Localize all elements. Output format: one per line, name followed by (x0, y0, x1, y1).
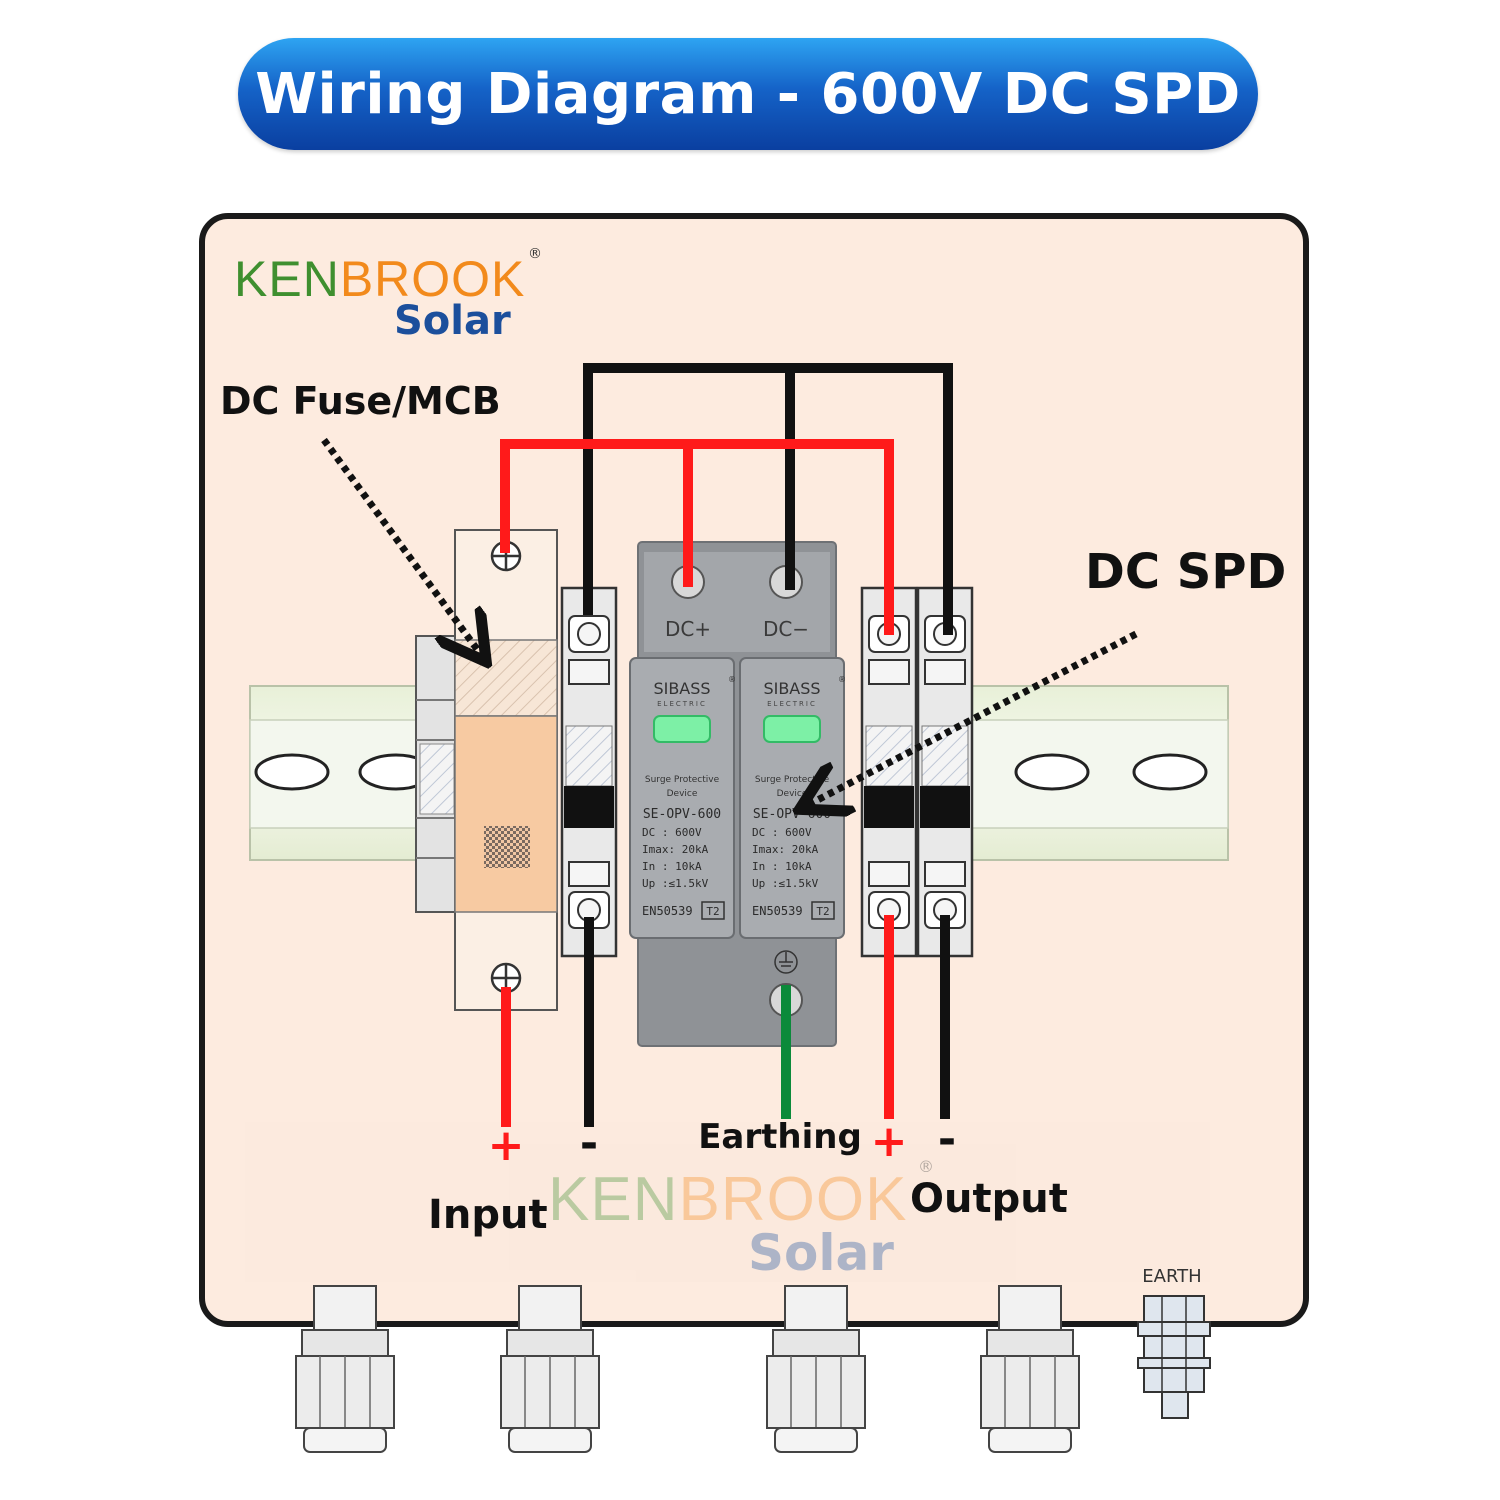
spd-device: DC+ DC− SIBASS ® ELECTRIC Surge Protecti… (629, 541, 846, 1047)
negative-bus-wire (583, 363, 953, 635)
earth-terminal-label: EARTH (1142, 1266, 1201, 1287)
output-label: Output (910, 1176, 1068, 1222)
spd-left-desc1: Surge Protective (645, 775, 720, 785)
spd-terminal-neg-label: DC− (763, 617, 809, 641)
title-banner: Wiring Diagram - 600V DC SPD (238, 38, 1258, 150)
spd-label: DC SPD (1085, 544, 1286, 600)
spd-right-reg: ® (838, 675, 846, 684)
watermark-registered: ® (918, 1157, 934, 1176)
earth-terminal: EARTH (1137, 1266, 1211, 1419)
positive-bus-wire (500, 439, 894, 635)
diagram-title: Wiring Diagram - 600V DC SPD (255, 61, 1241, 127)
spd-right-desc1: Surge Protective (755, 775, 830, 785)
brand-registered: ® (528, 246, 542, 262)
watermark-logo: KENBROOK ® Solar (245, 1122, 1210, 1282)
spd-left-model: SE-OPV-600 (643, 807, 721, 822)
spd-left-spec-up: Up :≤1.5kV (642, 877, 709, 890)
spd-left-class: T2 (706, 905, 719, 918)
din-rail-right (969, 685, 1229, 861)
spd-left-spec-imax: Imax: 20kA (642, 843, 709, 856)
spd-left-desc2: Device (667, 789, 698, 799)
spd-right-spec-up: Up :≤1.5kV (752, 877, 819, 890)
fuse-pointer-arrow (321, 437, 482, 656)
spd-right-spec-in: In : 10kA (752, 860, 812, 873)
watermark-sub: Solar (748, 1224, 894, 1282)
watermark-name-part2: BROOK (678, 1165, 907, 1234)
cable-gland-3 (766, 1285, 866, 1453)
spd-left-brand-sub: ELECTRIC (657, 700, 707, 708)
output-plus-sign: + (871, 1116, 908, 1167)
spd-right-indicator (763, 715, 821, 743)
kenbrook-logo: KENBROOK ® Solar (234, 246, 542, 344)
brand-name-part2: BROOK (340, 251, 526, 307)
spd-right-class: T2 (816, 905, 829, 918)
cable-gland-4 (980, 1285, 1080, 1453)
input-plus-sign: + (488, 1120, 525, 1171)
output-minus-sign: - (938, 1114, 956, 1165)
brand-name-part1: KEN (234, 251, 340, 307)
spd-left-standard: EN50539 (642, 904, 693, 918)
spd-module-left: SIBASS ® ELECTRIC Surge Protective Devic… (629, 657, 736, 939)
spd-right-brand-sub: ELECTRIC (767, 700, 817, 708)
spd-right-brand: SIBASS (763, 679, 820, 698)
earthing-label: Earthing (698, 1117, 862, 1157)
watermark-name-part1: KEN (548, 1165, 678, 1234)
input-minus-sign: - (580, 1118, 598, 1169)
watermark-band (245, 1122, 1210, 1282)
terminal-block-output-neg (916, 586, 974, 958)
input-label: Input (428, 1192, 548, 1238)
svg-text:KENBROOK: KENBROOK (234, 251, 525, 307)
spd-right-desc2: Device (777, 789, 808, 799)
spd-left-spec-in: In : 10kA (642, 860, 702, 873)
brand-sub: Solar (394, 298, 511, 344)
spd-left-spec-dc: DC : 600V (642, 826, 702, 839)
wires (500, 363, 953, 1127)
spd-right-model: SE-OPV-600 (753, 807, 831, 822)
spd-module-right: SIBASS ® ELECTRIC Surge Protective Devic… (739, 657, 846, 939)
svg-text:KENBROOK: KENBROOK (548, 1165, 907, 1234)
spd-terminal-pos-label: DC+ (665, 617, 711, 641)
spd-left-reg: ® (728, 675, 736, 684)
fuse-label: DC Fuse/MCB (220, 379, 501, 423)
spd-pointer-arrow (806, 630, 1138, 806)
dc-fuse-holder (415, 529, 558, 1011)
spd-ground-symbol-icon (774, 950, 798, 974)
spd-left-brand: SIBASS (653, 679, 710, 698)
spd-right-spec-imax: Imax: 20kA (752, 843, 819, 856)
terminal-block-input-neg (560, 586, 618, 958)
spd-left-indicator (653, 715, 711, 743)
pointer-arrows (321, 437, 1138, 806)
cable-gland-2 (500, 1285, 600, 1453)
spd-right-spec-dc: DC : 600V (752, 826, 812, 839)
cable-gland-1 (295, 1285, 395, 1453)
spd-right-standard: EN50539 (752, 904, 803, 918)
